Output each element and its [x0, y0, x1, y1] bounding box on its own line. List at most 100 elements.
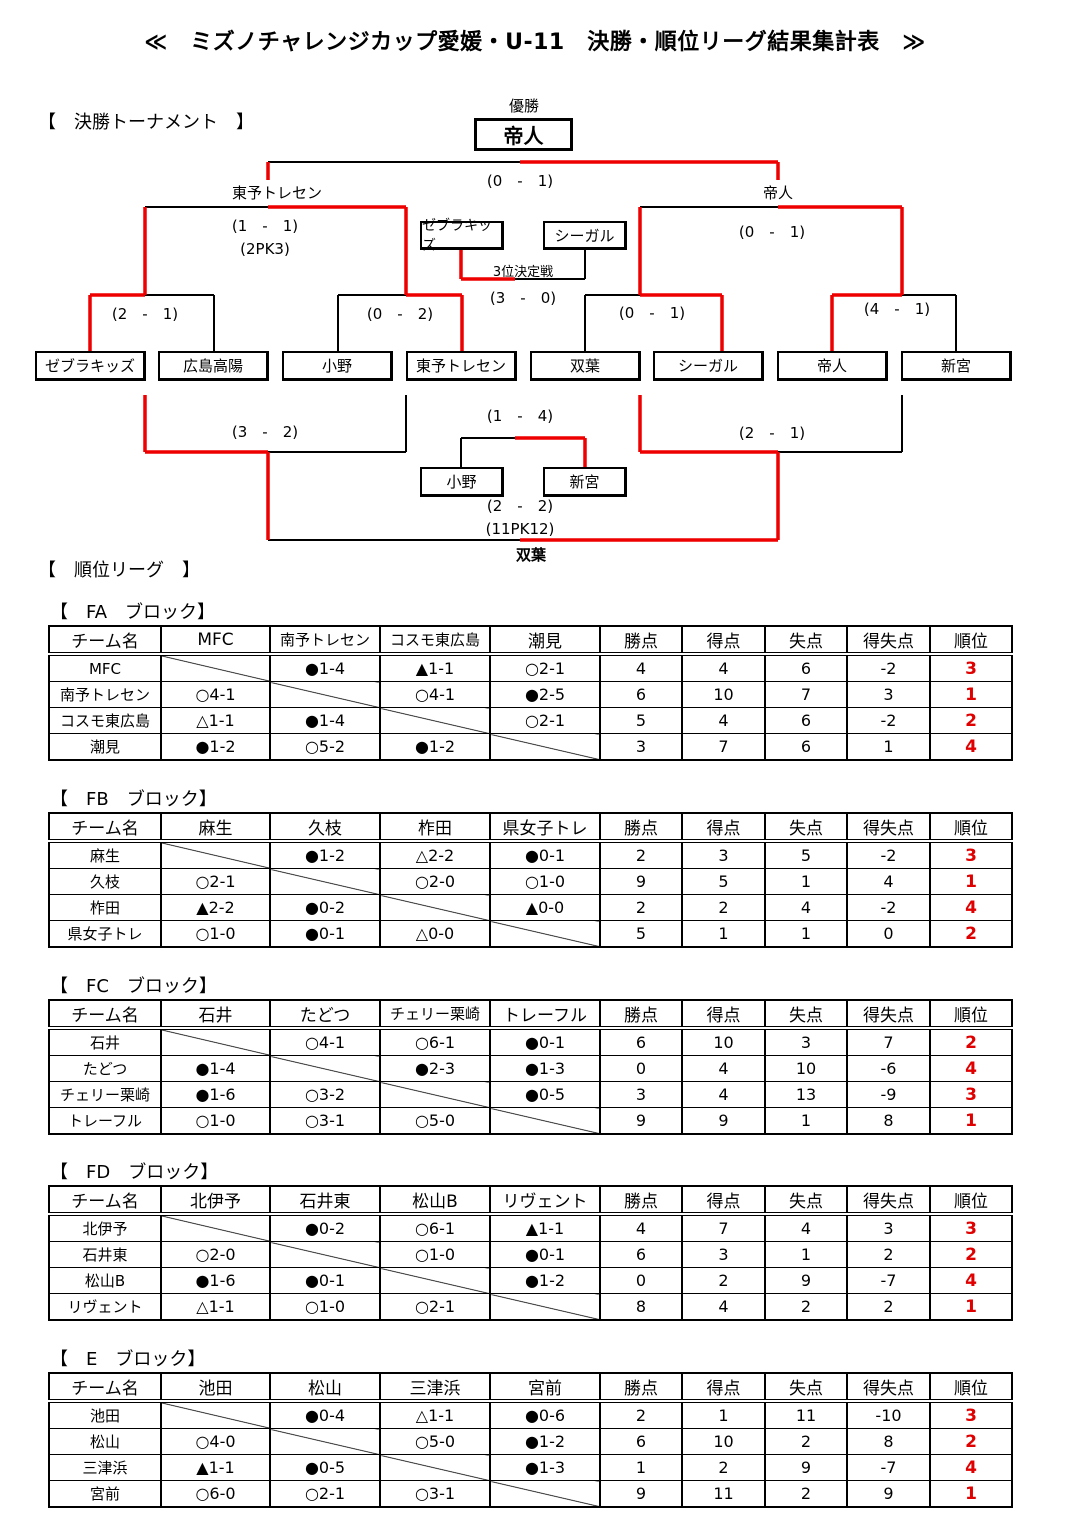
column-header-opponent: MFC	[160, 625, 271, 656]
qf-score: (4 - 1)	[863, 300, 931, 318]
header-row: チーム名麻生久枝柞田県女子トレ勝点得点失点得失点順位	[48, 812, 1013, 843]
column-header-team: チーム名	[48, 625, 162, 656]
team-box: 東予トレセン	[406, 351, 517, 381]
goal-difference: 8	[846, 1428, 931, 1455]
goals-for: 2	[681, 1454, 766, 1481]
points: 0	[599, 1267, 683, 1294]
column-header-stat: 順位	[929, 1372, 1013, 1403]
self-match-cell	[489, 733, 601, 761]
third-place-label: 3位決定戦	[492, 265, 554, 280]
match-result: ○2-1	[160, 868, 271, 895]
column-header-stat: 得点	[681, 1372, 766, 1403]
match-result: ○2-1	[269, 1480, 381, 1508]
qf-score: (0 - 1)	[618, 304, 686, 322]
match-result: ○3-2	[269, 1081, 381, 1108]
third-place-score: (3 - 0)	[489, 289, 557, 307]
rank: 4	[929, 1267, 1013, 1294]
goals-against: 4	[764, 1213, 848, 1242]
match-result: ▲1-1	[160, 1454, 271, 1481]
match-result: △2-2	[379, 840, 491, 869]
self-match-cell	[379, 1267, 491, 1294]
sf-left-score: (1 - 1)	[231, 217, 299, 235]
column-header-team: チーム名	[48, 1185, 162, 1216]
block-title: 【 FB ブロック】	[50, 789, 217, 810]
match-result: ●1-3	[489, 1055, 601, 1082]
goals-against: 3	[764, 1027, 848, 1056]
match-result: ●0-5	[489, 1081, 601, 1108]
rank: 1	[929, 1293, 1013, 1321]
match-result: ○2-1	[489, 653, 601, 682]
match-result: ●2-5	[489, 681, 601, 708]
self-match-cell	[269, 1055, 381, 1082]
points: 6	[599, 1428, 683, 1455]
lower-winner: 双葉	[515, 546, 547, 564]
match-result: ○6-1	[379, 1027, 491, 1056]
team-name: 宮前	[48, 1480, 162, 1508]
goals-for: 7	[681, 1213, 766, 1242]
goals-against: 5	[764, 840, 848, 869]
column-header-opponent: チェリー栗崎	[379, 999, 491, 1030]
match-result: ▲0-0	[489, 894, 601, 921]
team-box: 新宮	[901, 351, 1012, 381]
goal-difference: 4	[846, 868, 931, 895]
column-header-stat: 失点	[764, 812, 848, 843]
match-result: ●1-3	[489, 1454, 601, 1481]
goals-for: 2	[681, 1267, 766, 1294]
goals-for: 10	[681, 681, 766, 708]
column-header-opponent: 潮見	[489, 625, 601, 656]
match-result: ●1-6	[160, 1267, 271, 1294]
team-name: トレーフル	[48, 1107, 162, 1135]
match-result: ●1-2	[160, 733, 271, 761]
points: 6	[599, 681, 683, 708]
column-header-team: チーム名	[48, 812, 162, 843]
goals-against: 2	[764, 1293, 848, 1321]
team-name: 柞田	[48, 894, 162, 921]
match-result: ○1-0	[379, 1241, 491, 1268]
team-name: リヴェント	[48, 1293, 162, 1321]
rank: 4	[929, 894, 1013, 921]
team-box: 広島高陽	[158, 351, 269, 381]
team-name: 麻生	[48, 840, 162, 869]
self-match-cell	[269, 1241, 381, 1268]
self-match-cell	[160, 840, 271, 869]
rank: 3	[929, 1400, 1013, 1429]
page-title: ≪ ミズノチャレンジカップ愛媛・U-11 決勝・順位リーグ結果集計表 ≫	[144, 30, 926, 55]
match-result: ▲1-1	[489, 1213, 601, 1242]
qf-score: (0 - 2)	[366, 305, 434, 323]
final-score: (0 - 1)	[486, 172, 554, 190]
self-match-cell	[379, 707, 491, 734]
match-result: ○2-1	[489, 707, 601, 734]
match-result: ○4-1	[160, 681, 271, 708]
match-result: ●1-2	[489, 1428, 601, 1455]
goal-difference: -2	[846, 707, 931, 734]
team-box: シーガル	[653, 351, 764, 381]
match-result: ●0-1	[269, 1267, 381, 1294]
goals-against: 11	[764, 1400, 848, 1429]
match-result: ○3-1	[269, 1107, 381, 1135]
goals-for: 4	[681, 1055, 766, 1082]
match-result: ●1-6	[160, 1081, 271, 1108]
self-match-cell	[160, 1027, 271, 1056]
column-header-stat: 得点	[681, 999, 766, 1030]
team-name: 南予トレセン	[48, 681, 162, 708]
goals-against: 13	[764, 1081, 848, 1108]
team-name: 潮見	[48, 733, 162, 761]
points: 8	[599, 1293, 683, 1321]
rank: 3	[929, 653, 1013, 682]
column-header-stat: 得失点	[846, 1372, 931, 1403]
goal-difference: 3	[846, 681, 931, 708]
goal-difference: 2	[846, 1241, 931, 1268]
goals-against: 2	[764, 1480, 848, 1508]
column-header-opponent: 宮前	[489, 1372, 601, 1403]
column-header-opponent: 三津浜	[379, 1372, 491, 1403]
column-header-stat: 勝点	[599, 999, 683, 1030]
goal-difference: -7	[846, 1267, 931, 1294]
